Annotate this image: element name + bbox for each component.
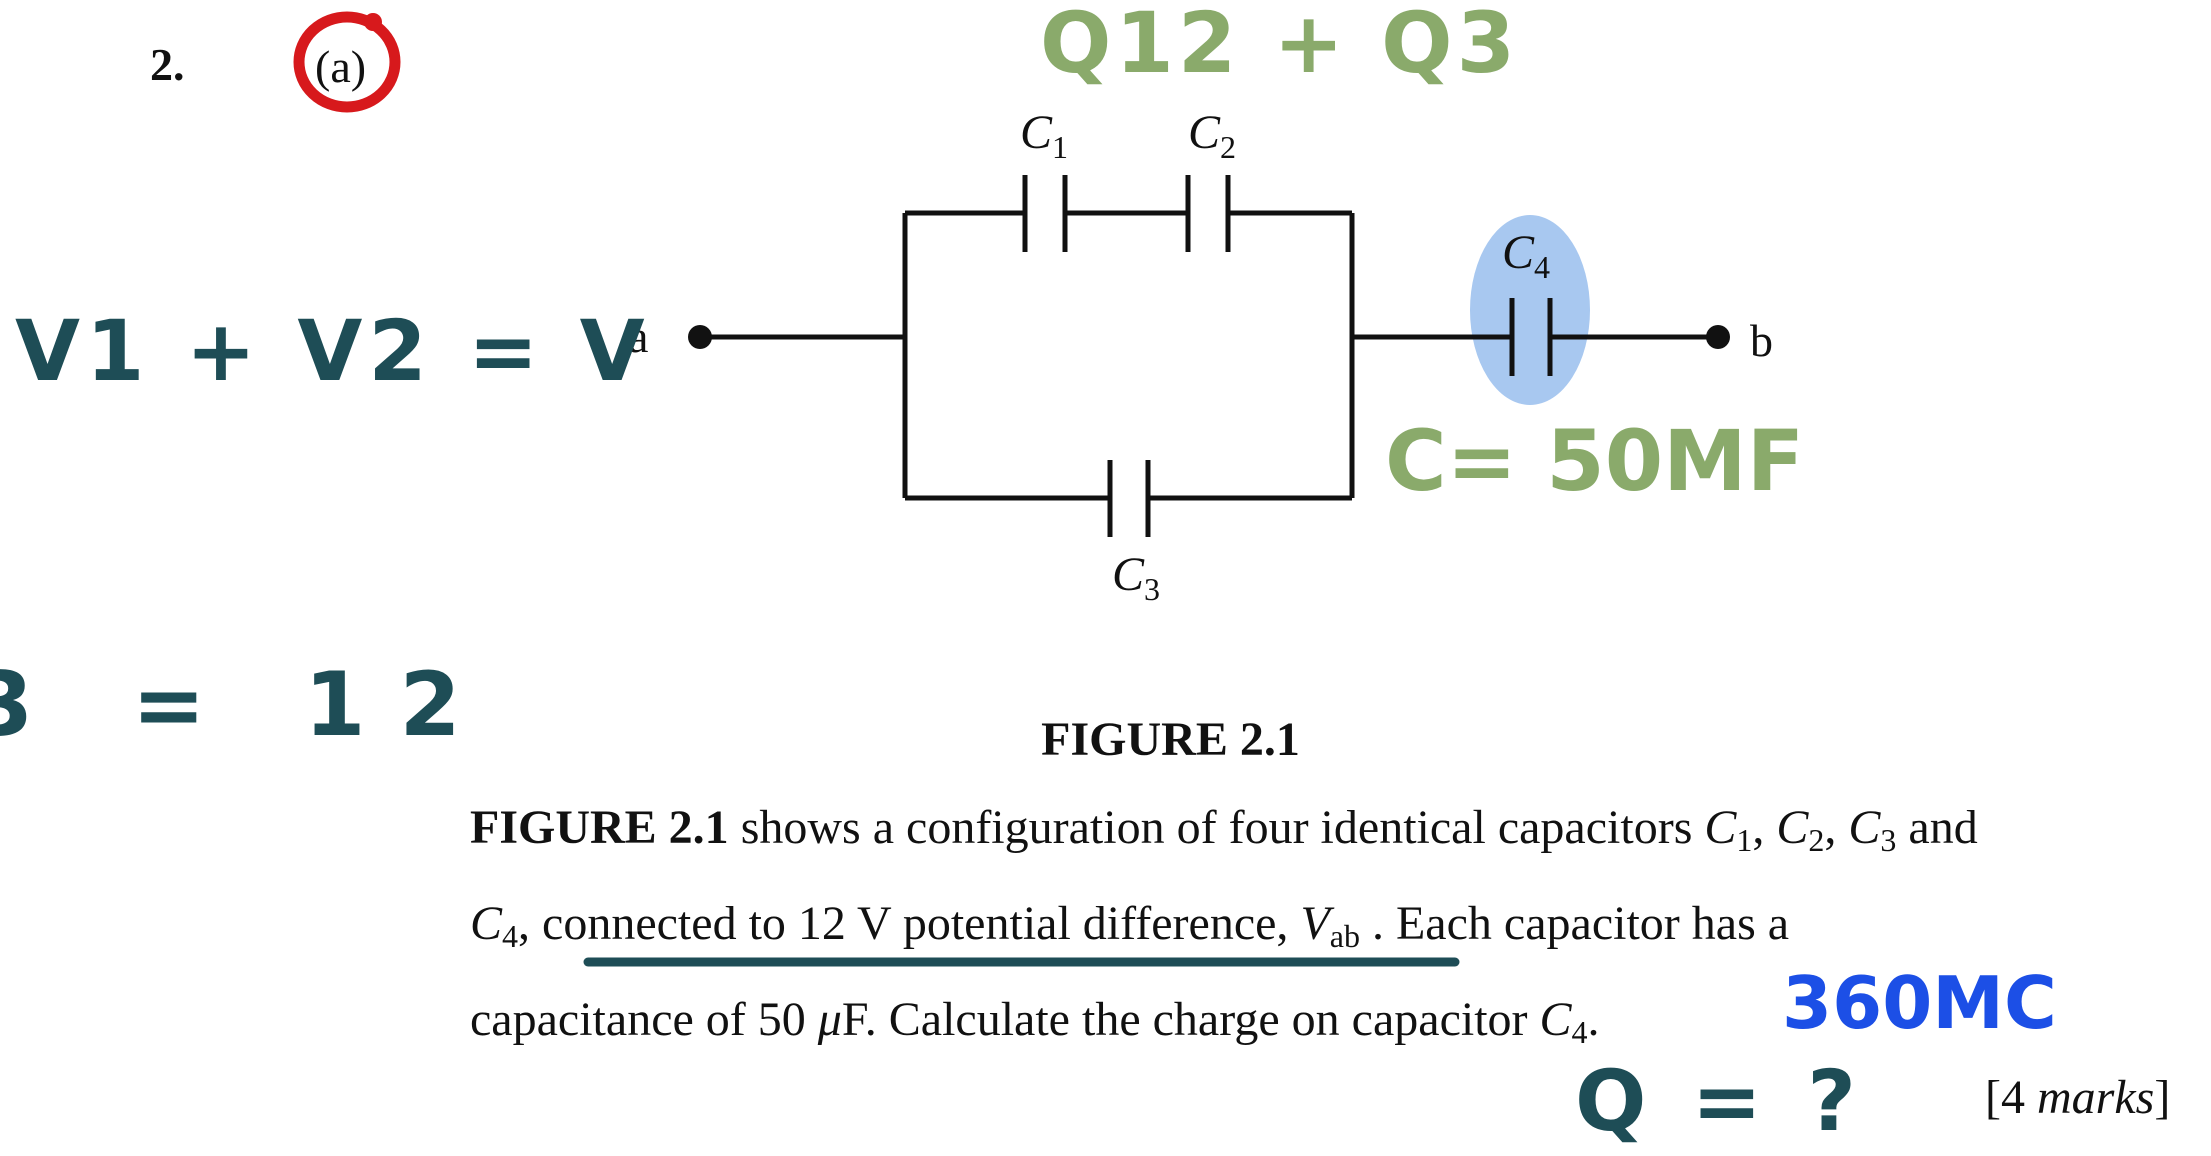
c4-inline-2-sub: 4 (1571, 1014, 1588, 1050)
c2-label: C2 (1188, 106, 1236, 165)
c3-label: C3 (1112, 548, 1160, 607)
handwriting-q-sum: Q12 + Q3 (1040, 0, 1519, 92)
sep-2: , (1824, 801, 1849, 854)
c1-inline-sub: 1 (1736, 822, 1753, 858)
terminal-b-dot (1706, 325, 1730, 349)
question-paragraph: FIGURE 2.1 shows a configuration of four… (470, 780, 2190, 1068)
handwriting-q-question: Q = ? (1575, 1052, 1864, 1150)
terminal-a-dot (688, 325, 712, 349)
figure-caption: FIGURE 2.1 (1041, 713, 1300, 766)
terminal-a-label: a (628, 311, 648, 362)
para-period: . (1587, 993, 1600, 1046)
c2-inline-sub: 2 (1808, 822, 1825, 858)
handwriting-v-sum: V1 + V2 = V (15, 302, 651, 400)
figure-reference: FIGURE 2.1 (470, 801, 729, 854)
v-symbol: V (1300, 897, 1330, 950)
mu-symbol: μ (817, 993, 842, 1046)
c3-inline-sub: 3 (1880, 822, 1897, 858)
terminal-b-label: b (1750, 315, 1773, 366)
handwriting-answer: 360MC (1782, 961, 2057, 1045)
c3-inline: C (1848, 801, 1881, 854)
red-circle-annotation (293, 11, 401, 113)
red-circle-tip (364, 13, 382, 31)
para-and: and (1896, 801, 1978, 854)
sep-1: , (1752, 801, 1777, 854)
handwriting-partial-eq: 3 = 12 (0, 653, 495, 756)
c1-inline: C (1704, 801, 1737, 854)
c4-inline-sub: 4 (502, 918, 519, 954)
para-text-2: , connected to 12 V potential difference… (518, 897, 1301, 950)
para-text-4: capacitance of 50 (470, 993, 818, 1046)
marks-label: [4 marks] (1985, 1071, 2171, 1124)
c4-highlight (1470, 215, 1590, 405)
c4-inline-2: C (1539, 993, 1572, 1046)
c4-label: C4 (1502, 226, 1550, 285)
para-text-3: . Each capacitor has a (1359, 897, 1790, 950)
para-text-5: F. Calculate the charge on capacitor (841, 993, 1540, 1046)
v-subscript: ab (1329, 918, 1360, 954)
question-number: 2. (150, 39, 185, 90)
para-text-1: shows a configuration of four identical … (728, 801, 1705, 854)
c4-inline: C (470, 897, 503, 950)
c2-inline: C (1776, 801, 1809, 854)
handwriting-cap-value: C= 50MF (1385, 412, 1804, 510)
part-label: (a) (315, 41, 367, 92)
c1-label: C1 (1020, 106, 1068, 165)
